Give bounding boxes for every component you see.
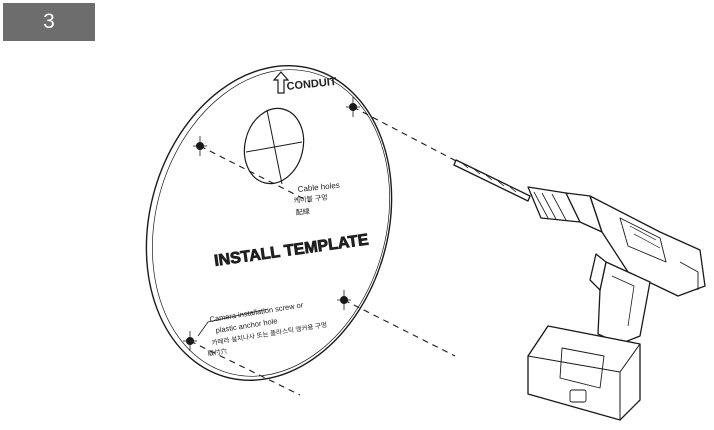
crosshair-vertical: [266, 109, 283, 185]
guide-line-bottom-left: [189, 340, 301, 396]
step-number: 3: [43, 10, 55, 33]
screw-label-leader: [197, 308, 269, 337]
template-outer-edge: [145, 65, 393, 381]
guide-line-top-left: [199, 145, 311, 203]
template-title: INSTALL TEMPLATE: [213, 231, 370, 270]
step-number-badge: 3: [3, 3, 95, 41]
template-inner-edge: [152, 69, 390, 377]
arrow-up-icon: [272, 71, 290, 94]
screw-hole-label-jp: 取付穴: [207, 346, 228, 358]
cable-hole-label-en: Cable holes: [297, 181, 340, 194]
guide-line-bottom-right: [343, 299, 456, 357]
conduit-hole: [243, 107, 305, 185]
cable-hole-label-jp: 配線: [295, 207, 310, 217]
guide-line-top-right: [352, 106, 461, 164]
drill-icon: [453, 159, 706, 421]
cable-hole-label-ko: 케이블 구멍: [293, 192, 328, 205]
conduit-label: CONDUIT: [286, 76, 337, 93]
install-template: CONDUIT Cable holes 케이블 구멍 配線 INSTALL TE…: [145, 65, 393, 381]
drill-guide-lines: [189, 106, 461, 396]
